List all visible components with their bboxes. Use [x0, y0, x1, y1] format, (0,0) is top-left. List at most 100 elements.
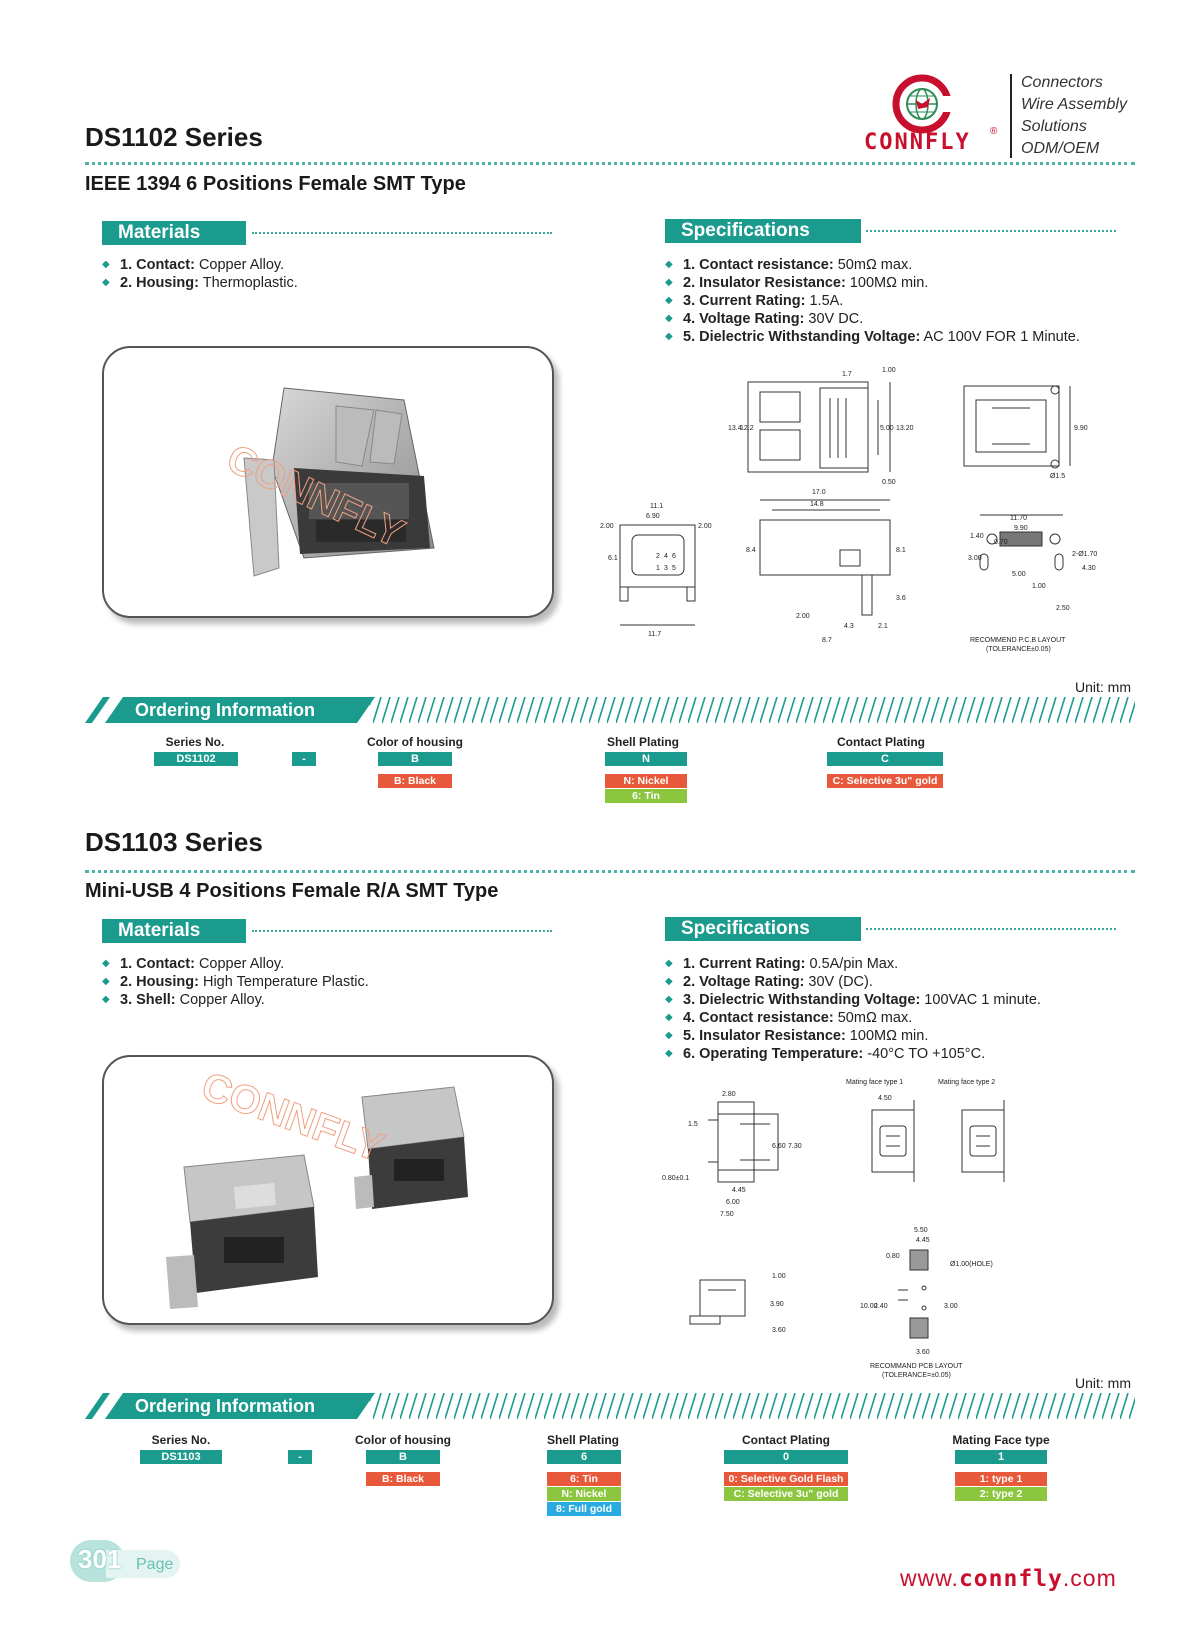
- list-item: 1. Contact: Copper Alloy.: [102, 955, 369, 973]
- svg-text:4: 4: [664, 553, 668, 560]
- svg-text:11.1: 11.1: [650, 503, 663, 510]
- mating-face-label: Mating Face type: [952, 1433, 1050, 1447]
- shell-plating-value: N: [605, 752, 687, 766]
- technical-drawing: Mating face type 1 Mating face type 2 2.…: [660, 1070, 1120, 1390]
- svg-text:1.7: 1.7: [842, 371, 852, 378]
- svg-text:1.5: 1.5: [688, 1121, 698, 1128]
- svg-text:0.50: 0.50: [882, 479, 896, 486]
- divider: [85, 870, 1135, 873]
- svg-text:2.1: 2.1: [878, 623, 888, 630]
- svg-text:3.60: 3.60: [916, 1349, 930, 1356]
- svg-text:(TOLERANCE=±0.05): (TOLERANCE=±0.05): [882, 1372, 951, 1379]
- housing-label: Color of housing: [355, 1433, 451, 1447]
- list-item: 4. Contact resistance: 50mΩ max.: [665, 1009, 1041, 1027]
- page-number-badge: 301 Page: [70, 1540, 180, 1582]
- housing-label: Color of housing: [367, 735, 463, 749]
- svg-text:6: 6: [672, 553, 676, 560]
- divider: [85, 162, 1135, 165]
- ordering-bar: Ordering Information: [85, 697, 1135, 723]
- materials-header: Materials: [102, 221, 246, 245]
- list-item: 5. Dielectric Withstanding Voltage: AC 1…: [665, 328, 1080, 346]
- svg-text:8.7: 8.7: [822, 637, 832, 644]
- contact-plating-value: 0: [724, 1450, 848, 1464]
- housing-option: B: Black: [366, 1472, 440, 1486]
- svg-text:Ø1.00(HOLE): Ø1.00(HOLE): [950, 1261, 993, 1268]
- globe-logo-icon: [892, 74, 956, 134]
- svg-text:2.00: 2.00: [796, 613, 810, 620]
- divider: [252, 232, 552, 234]
- contact-option: 0: Selective Gold Flash: [724, 1472, 848, 1486]
- svg-text:Mating face type 1: Mating face type 1: [846, 1079, 903, 1086]
- product-photo: CONNFLY: [102, 346, 554, 618]
- dimension-drawing: 1.7 1.00 13.4 12.2 5.00 13.20 0.50 9.90 …: [600, 367, 1097, 653]
- svg-text:3.00: 3.00: [944, 1303, 958, 1310]
- list-item: 1. Contact resistance: 50mΩ max.: [665, 256, 1080, 274]
- website-link[interactable]: www.connfly.com: [900, 1565, 1117, 1592]
- list-item: 5. Insulator Resistance: 100MΩ min.: [665, 1027, 1041, 1045]
- dash-separator: -: [288, 1450, 312, 1464]
- svg-text:3.90: 3.90: [770, 1301, 784, 1308]
- product-photo: CONNFLY: [102, 1055, 554, 1325]
- svg-text:7.50: 7.50: [720, 1211, 734, 1218]
- svg-text:13.4: 13.4: [728, 425, 742, 432]
- svg-text:(TOLERANCE±0.05): (TOLERANCE±0.05): [986, 646, 1051, 653]
- unit-label: Unit: mm: [1075, 679, 1131, 695]
- svg-text:Mating face type 2: Mating face type 2: [938, 1079, 995, 1086]
- svg-text:4.3: 4.3: [844, 623, 854, 630]
- svg-text:17.0: 17.0: [812, 489, 826, 496]
- tagline-line: Wire Assembly: [1021, 96, 1127, 113]
- svg-text:3.60: 3.60: [772, 1327, 786, 1334]
- svg-text:5.50: 5.50: [914, 1227, 928, 1234]
- shell-plating-value: 6: [547, 1450, 621, 1464]
- list-item: 2. Insulator Resistance: 100MΩ min.: [665, 274, 1080, 292]
- svg-text:3.00: 3.00: [968, 555, 982, 562]
- series-title: DS1102 Series: [85, 122, 263, 152]
- shell-plating-label: Shell Plating: [546, 1433, 619, 1447]
- divider: [252, 930, 552, 932]
- svg-text:RECOMMAND PCB LAYOUT: RECOMMAND PCB LAYOUT: [870, 1363, 963, 1370]
- ordering-bar: Ordering Information: [85, 1393, 1135, 1419]
- svg-text:9.90: 9.90: [1074, 425, 1088, 432]
- contact-option: C: Selective 3u" gold: [827, 774, 943, 788]
- svg-text:6.1: 6.1: [608, 555, 618, 562]
- svg-text:2.50: 2.50: [1056, 605, 1070, 612]
- svg-text:1.40: 1.40: [970, 533, 984, 540]
- website-suffix: .com: [1062, 1565, 1117, 1591]
- svg-text:0.80: 0.80: [886, 1253, 900, 1260]
- divider: [866, 230, 1116, 232]
- svg-text:10.00: 10.00: [860, 1303, 878, 1310]
- ordering-header: Ordering Information: [135, 700, 315, 720]
- svg-text:RECOMMEND P.C.B LAYOUT: RECOMMEND P.C.B LAYOUT: [970, 637, 1066, 644]
- svg-text:1.00: 1.00: [772, 1273, 786, 1280]
- svg-text:4.50: 4.50: [878, 1095, 892, 1102]
- specifications-header: Specifications: [665, 219, 861, 243]
- mating-face-option: 1: type 1: [955, 1472, 1047, 1486]
- shell-option: 8: Full gold: [547, 1502, 621, 1516]
- svg-text:0.70: 0.70: [994, 539, 1008, 546]
- contact-plating-label: Contact Plating: [836, 735, 925, 749]
- contact-option: C: Selective 3u" gold: [724, 1487, 848, 1501]
- hatched-bar: [85, 697, 1135, 723]
- series-no-label: Series No.: [151, 1433, 211, 1447]
- contact-plating-label: Contact Plating: [741, 1433, 830, 1447]
- page-number: 301: [78, 1544, 122, 1574]
- brand-logo: CONNFLY ®: [864, 74, 1004, 160]
- mating-face-option: 2: type 2: [955, 1487, 1047, 1501]
- svg-text:2.00: 2.00: [698, 523, 712, 530]
- brand-wordmark: CONNFLY: [864, 130, 971, 155]
- svg-text:13.20: 13.20: [896, 425, 914, 432]
- list-item: 4. Voltage Rating: 30V DC.: [665, 310, 1080, 328]
- unit-label: Unit: mm: [1075, 1375, 1131, 1391]
- list-item: 3. Current Rating: 1.5A.: [665, 292, 1080, 310]
- tagline-line: Solutions: [1021, 118, 1087, 135]
- svg-text:2.80: 2.80: [722, 1091, 736, 1098]
- svg-text:1.00: 1.00: [882, 367, 896, 374]
- connector-image: CONNFLY: [166, 1064, 468, 1309]
- tagline-line: Connectors: [1021, 74, 1103, 91]
- series-subtitle: IEEE 1394 6 Positions Female SMT Type: [85, 173, 466, 195]
- materials-list: 1. Contact: Copper Alloy. 2. Housing: Hi…: [102, 955, 369, 1009]
- list-item: 2. Housing: Thermoplastic.: [102, 274, 298, 292]
- housing-value: B: [378, 752, 452, 766]
- mating-face-value: 1: [955, 1450, 1047, 1464]
- svg-text:6.00: 6.00: [726, 1199, 740, 1206]
